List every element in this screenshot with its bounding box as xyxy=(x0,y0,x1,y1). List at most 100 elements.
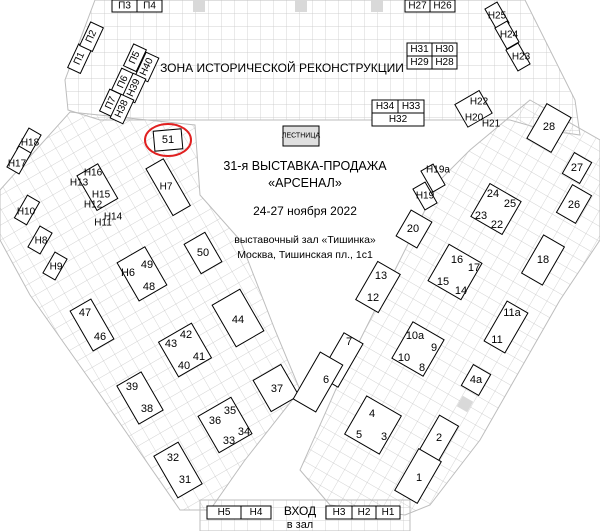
svg-text:Н30: Н30 xyxy=(435,44,454,55)
svg-text:Н10: Н10 xyxy=(17,207,36,218)
gray-tiles xyxy=(193,0,474,413)
svg-text:Н5: Н5 xyxy=(218,507,231,518)
svg-text:Н8: Н8 xyxy=(35,236,48,247)
svg-text:3: 3 xyxy=(381,431,387,443)
svg-text:4a: 4a xyxy=(470,374,483,386)
svg-text:24: 24 xyxy=(487,188,499,200)
entrance-label: ВХОД xyxy=(284,504,316,518)
svg-text:22: 22 xyxy=(491,219,503,231)
stair-label: ЛЕСТНИЦА xyxy=(282,133,321,140)
svg-text:16: 16 xyxy=(451,254,463,266)
booth-51-highlighted[interactable]: 51 xyxy=(144,123,192,157)
svg-text:Н21: Н21 xyxy=(482,119,501,130)
svg-text:34: 34 xyxy=(238,426,250,438)
svg-text:6: 6 xyxy=(323,374,329,386)
svg-text:4: 4 xyxy=(369,408,375,420)
svg-text:Н7: Н7 xyxy=(160,182,173,193)
svg-text:Н3: Н3 xyxy=(333,507,346,518)
svg-text:14: 14 xyxy=(455,285,467,297)
svg-text:49: 49 xyxy=(141,259,153,271)
svg-text:П5: П5 xyxy=(127,49,143,66)
svg-text:27: 27 xyxy=(571,162,583,174)
event-title-line1: 31-я ВЫСТАВКА-ПРОДАЖА xyxy=(223,159,387,173)
svg-text:32: 32 xyxy=(167,452,179,464)
svg-text:25: 25 xyxy=(504,198,516,210)
svg-text:5: 5 xyxy=(356,429,362,441)
svg-text:20: 20 xyxy=(407,223,419,235)
event-address: Москва, Тишинская пл., 1с1 xyxy=(237,249,373,261)
svg-text:Н24: Н24 xyxy=(500,30,519,41)
svg-text:Н19: Н19 xyxy=(416,191,435,202)
svg-text:10: 10 xyxy=(398,352,410,364)
svg-text:37: 37 xyxy=(271,383,283,395)
svg-text:Н1: Н1 xyxy=(382,507,395,518)
svg-text:Н34: Н34 xyxy=(376,101,395,112)
svg-text:11: 11 xyxy=(491,334,502,346)
left-wing-booths[interactable]: 50 49 Н6 48 47 46 44 42 43 41 40 39 38 3… xyxy=(69,231,300,499)
svg-text:40: 40 xyxy=(178,360,190,372)
svg-text:18: 18 xyxy=(537,254,549,266)
svg-text:Н33: Н33 xyxy=(402,101,421,112)
svg-text:44: 44 xyxy=(232,314,244,326)
event-info: 31-я ВЫСТАВКА-ПРОДАЖА «АРСЕНАЛ» 24-27 но… xyxy=(223,159,387,261)
svg-text:Н28: Н28 xyxy=(435,57,454,68)
svg-text:12: 12 xyxy=(367,292,379,304)
top-zone-booths[interactable]: П3 П4 Н27 Н26 Н31 Н30 Н29 Н28 Н34 Н33 Н3… xyxy=(111,0,458,147)
svg-text:Н23: Н23 xyxy=(512,52,531,63)
svg-text:13: 13 xyxy=(375,270,387,282)
entrance-sublabel: в зал xyxy=(287,519,313,531)
svg-text:Н12: Н12 xyxy=(84,200,103,211)
svg-text:Н4: Н4 xyxy=(250,507,263,518)
left-wing-tables[interactable]: Н18 Н17 Н16 Н13 Н15 Н12 Н14 Н11 Н10 Н8 Н… xyxy=(6,127,191,281)
svg-text:Н15: Н15 xyxy=(92,190,111,201)
svg-text:41: 41 xyxy=(193,351,205,363)
svg-text:Н31: Н31 xyxy=(410,44,429,55)
event-venue: выставочный зал «Тишинка» xyxy=(234,234,376,246)
svg-text:38: 38 xyxy=(141,403,153,415)
svg-text:43: 43 xyxy=(165,338,177,350)
svg-text:48: 48 xyxy=(143,281,155,293)
svg-text:31: 31 xyxy=(179,474,191,486)
svg-text:8: 8 xyxy=(419,362,425,374)
svg-text:П3: П3 xyxy=(118,1,131,12)
right-wing-booths[interactable]: Н19а Н19 28 27 26 24 25 23 22 20 18 16 1… xyxy=(292,102,593,504)
svg-text:Н27: Н27 xyxy=(408,1,427,12)
top-left-tables[interactable]: П1 П2 П5 Н40 П6 Н39 П7 Н38 xyxy=(67,21,160,125)
svg-text:36: 36 xyxy=(209,415,221,427)
svg-text:9: 9 xyxy=(431,342,437,354)
entrance-tables[interactable]: Н5 Н4 Н3 Н2 Н1 xyxy=(206,505,401,520)
top-right-tables[interactable]: Н25 Н24 Н23 Н22 Н20 Н21 xyxy=(454,1,531,130)
svg-text:50: 50 xyxy=(197,247,209,259)
svg-text:11a: 11a xyxy=(503,307,521,319)
svg-text:Н17: Н17 xyxy=(8,159,27,170)
svg-text:Н2: Н2 xyxy=(358,507,371,518)
svg-text:35: 35 xyxy=(224,405,236,417)
svg-text:10a: 10a xyxy=(406,330,425,342)
svg-text:П2: П2 xyxy=(84,28,100,45)
svg-text:Н32: Н32 xyxy=(389,114,408,125)
svg-text:Н14: Н14 xyxy=(104,212,123,223)
event-title-line2: «АРСЕНАЛ» xyxy=(268,176,342,190)
svg-text:Н9: Н9 xyxy=(50,262,63,273)
svg-text:47: 47 xyxy=(79,307,91,319)
svg-text:33: 33 xyxy=(223,435,235,447)
svg-text:Н16: Н16 xyxy=(84,168,103,179)
svg-text:39: 39 xyxy=(126,381,138,393)
svg-text:17: 17 xyxy=(468,262,480,274)
svg-text:26: 26 xyxy=(568,199,580,211)
svg-text:2: 2 xyxy=(436,432,442,444)
svg-text:П4: П4 xyxy=(143,1,156,12)
svg-text:П1: П1 xyxy=(72,50,88,67)
svg-text:Н6: Н6 xyxy=(121,267,135,279)
svg-text:15: 15 xyxy=(437,276,449,288)
svg-text:Н25: Н25 xyxy=(488,11,507,22)
svg-text:Н26: Н26 xyxy=(433,1,452,12)
svg-text:1: 1 xyxy=(416,472,422,484)
svg-text:Н22: Н22 xyxy=(470,97,489,108)
svg-text:Н29: Н29 xyxy=(410,57,429,68)
svg-text:51: 51 xyxy=(162,134,174,146)
svg-text:28: 28 xyxy=(543,121,555,133)
svg-text:Н19а: Н19а xyxy=(426,165,450,176)
svg-text:Н13: Н13 xyxy=(70,178,89,189)
